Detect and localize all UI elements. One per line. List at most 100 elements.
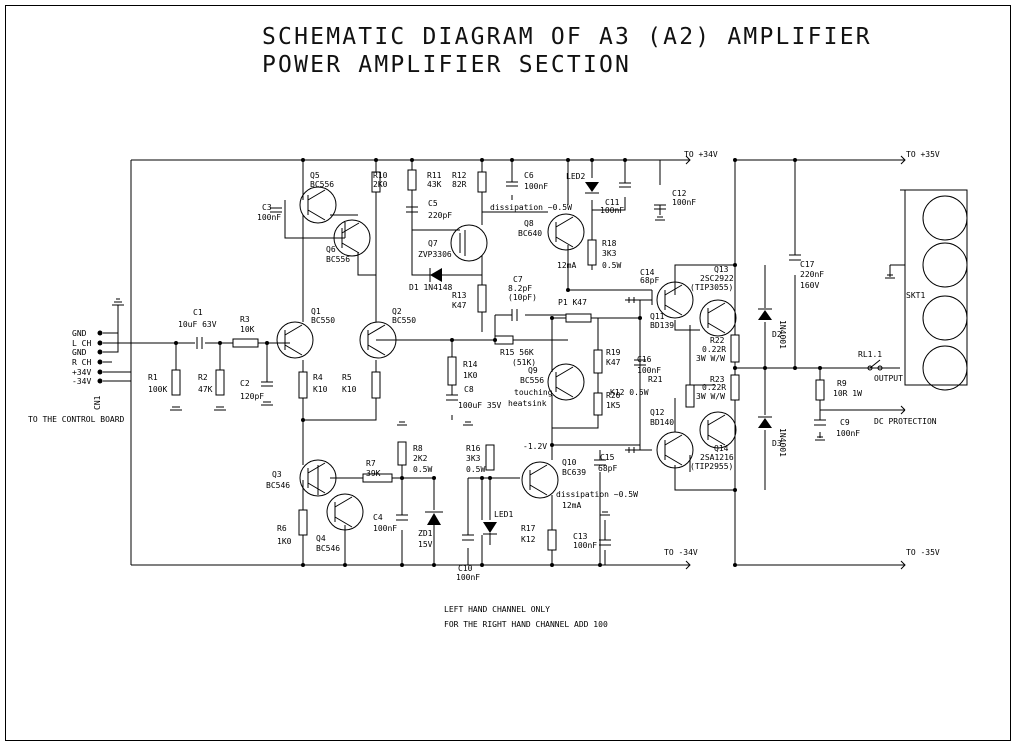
title-line-2: POWER AMPLIFIER SECTION (262, 52, 632, 78)
label-r5: R5 (342, 373, 352, 382)
label-r20v: 1K5 (606, 401, 621, 410)
label-out: OUTPUT (874, 374, 903, 383)
label-c11v: 100nF (600, 206, 624, 215)
label-r11: R11 (427, 171, 442, 180)
resistor-r19 (593, 349, 603, 374)
label-q8: Q8 (524, 219, 534, 228)
label-c3: C3 (262, 203, 272, 212)
label-c7v: 8.2pF (508, 284, 532, 293)
resistor-r13 (477, 284, 487, 313)
label-i2: 12mA (562, 501, 581, 510)
resistor-r21 (685, 384, 695, 408)
label-r22w: 3W W/W (696, 354, 725, 363)
label-r15: R15 56K (500, 348, 534, 357)
label-q9v: BC556 (520, 376, 544, 385)
label-diss1: dissipation ~0.5W (490, 203, 572, 212)
connector-name: CN1 (93, 395, 102, 410)
label-c15v: 68pF (598, 464, 617, 473)
transistor-q4 (326, 493, 364, 531)
label-plus35: TO +35V (906, 150, 940, 159)
transistor-q2 (359, 321, 397, 359)
label-r11v: 43K (427, 180, 442, 189)
label-r6v: 1K0 (277, 537, 292, 546)
label-d1: D1 1N4148 (409, 283, 453, 292)
label-c17v: 220nF (800, 270, 824, 279)
label-c3v: 100nF (257, 213, 281, 222)
resistor-r6 (298, 509, 308, 536)
components (97, 155, 968, 570)
label-r16w: 0.5W (466, 465, 485, 474)
label-c9: C9 (840, 418, 850, 427)
label-q4v: BC546 (316, 544, 340, 553)
label-diss2: dissipation ~0.5W (556, 490, 638, 499)
resistor-r8 (397, 441, 407, 466)
label-r18w: 0.5W (602, 261, 621, 270)
label-c8v: 100uF 35V (458, 401, 502, 410)
label-zd1: ZD1 (418, 529, 433, 538)
transistor-q10 (521, 461, 559, 499)
pin-label-1: GND (72, 329, 87, 338)
label-r15a: (51K) (512, 358, 536, 367)
note-line-2: FOR THE RIGHT HAND CHANNEL ADD 100 (444, 620, 608, 629)
label-r1: R1 (148, 373, 158, 382)
transistor-q9 (547, 363, 585, 401)
label-c11: C11 (605, 198, 620, 207)
transistor-q13 (699, 299, 737, 337)
resistor-r1 (171, 369, 181, 396)
label-q10v: BC639 (562, 468, 586, 477)
label-c13: C13 (573, 532, 588, 541)
resistor-r10 (371, 171, 381, 193)
connector-destination: TO THE CONTROL BOARD (28, 415, 125, 424)
label-c5: C5 (428, 199, 438, 208)
label-c17: C17 (800, 260, 815, 269)
label-c10v: 100nF (456, 573, 480, 582)
drawing-frame (5, 5, 1011, 741)
label-r18: R18 (602, 239, 617, 248)
label-q10: Q10 (562, 458, 577, 467)
label-r16v: 3K3 (466, 454, 481, 463)
rail-labels: TO +34V TO +35V TO -34V TO -35V (664, 150, 940, 557)
transistor-q11 (656, 281, 694, 319)
label-q14: Q14 (714, 444, 729, 453)
label-r8: R8 (413, 444, 423, 453)
label-r3v: 10K (240, 325, 255, 334)
label-q9: Q9 (528, 366, 538, 375)
label-c2: C2 (240, 379, 250, 388)
resistor-r22 (730, 334, 740, 363)
socket-terminals (922, 195, 968, 391)
label-r17: R17 (521, 524, 536, 533)
label-r16: R16 (466, 444, 481, 453)
resistor-r20 (593, 392, 603, 416)
label-r9v: 10R 1W (833, 389, 862, 398)
label-d3: D3 (772, 439, 782, 448)
label-c6v: 100nF (524, 182, 548, 191)
resistor-r23 (730, 374, 740, 401)
resistor-r9 (815, 379, 825, 401)
transistor-q14 (699, 411, 737, 449)
transistor-q8 (547, 213, 585, 251)
label-r7v: 39K (366, 469, 381, 478)
label-r19v: K47 (606, 358, 621, 367)
label-q7: Q7 (428, 239, 438, 248)
label-q11: Q11 (650, 312, 665, 321)
label-zd1v: 15V (418, 540, 433, 549)
label-c2v: 120pF (240, 392, 264, 401)
pin-label-3: GND (72, 348, 87, 357)
label-c4: C4 (373, 513, 383, 522)
resistor-r3 (232, 338, 259, 348)
component-labels: Q5BC556R102K0R1143KR1282RC6100nFLED2C111… (148, 171, 937, 582)
resistor-r18 (587, 239, 597, 266)
label-q1: Q1 (311, 307, 321, 316)
label-q9b: heatsink (508, 399, 547, 408)
label-q14a: (TIP2955) (690, 462, 733, 471)
resistor-r14 (447, 356, 457, 386)
label-r22v: 0.22R (702, 345, 726, 354)
label-skt: SKT1 (906, 291, 925, 300)
label-q11v: BD139 (650, 321, 674, 330)
label-r19: R19 (606, 348, 621, 357)
resistor-r7 (362, 473, 393, 483)
label-r5v: K10 (342, 385, 357, 394)
label-c10: C10 (458, 564, 473, 573)
label-c16v: 100nF (637, 366, 661, 375)
